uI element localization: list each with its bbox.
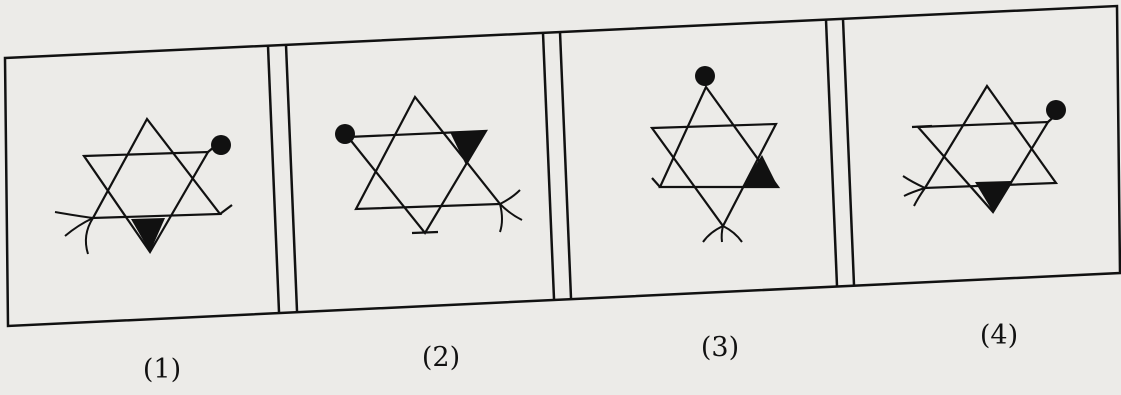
option-3-dot [695,66,715,86]
option-1-curls [55,212,93,254]
option-3-star [652,87,778,226]
option-label-3: (3) [701,332,739,363]
divider-2 [543,32,571,299]
divider-3 [826,19,854,286]
option-2-dot [335,124,355,144]
option-2-curls [500,190,522,232]
option-4-curls [903,176,925,206]
option-4-dot [1046,100,1066,120]
option-2-star [348,97,500,233]
option-1-dot [211,135,231,155]
option-label-1: (1) [143,354,181,385]
option-3-filled-triangle [742,155,778,187]
option-label-4: (4) [980,320,1018,351]
option-label-2: (2) [422,342,460,373]
option-3-curls [703,226,742,242]
divider-1 [268,45,297,312]
